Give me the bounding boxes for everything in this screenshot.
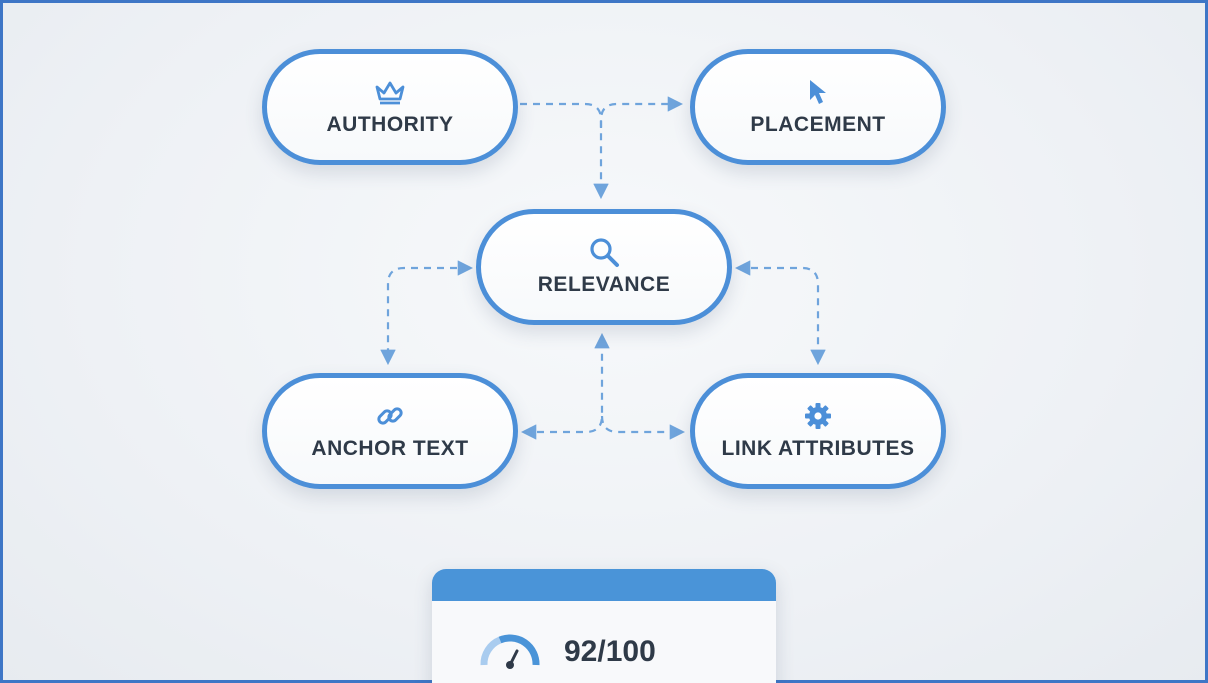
- crown-icon: [373, 77, 407, 107]
- edge-anchor-to-relevance: [520, 332, 610, 440]
- node-authority: AUTHORITY: [262, 49, 518, 165]
- magnifier-icon: [587, 237, 621, 267]
- edge-relevance-to-placement: [599, 96, 684, 128]
- chain-link-icon: [373, 401, 407, 431]
- cursor-arrow-icon: [801, 77, 835, 107]
- edge-authority-to-relevance: [520, 102, 609, 200]
- gear-icon: [801, 401, 835, 431]
- edge-relevance-anchor: [380, 260, 474, 366]
- edge-relevance-attributes: [734, 260, 826, 366]
- node-label: LINK ATTRIBUTES: [721, 437, 915, 460]
- score-card-header: [432, 569, 776, 601]
- gauge-icon: [478, 629, 542, 674]
- edge-relevance-to-attributes: [600, 415, 686, 440]
- score-value: 92/100: [564, 634, 656, 668]
- node-label: ANCHOR TEXT: [311, 437, 469, 460]
- node-anchor-text: ANCHOR TEXT: [262, 373, 518, 489]
- node-label: RELEVANCE: [537, 273, 671, 296]
- node-placement: PLACEMENT: [690, 49, 946, 165]
- node-label: AUTHORITY: [326, 113, 454, 136]
- node-label: PLACEMENT: [750, 113, 886, 136]
- node-link-attributes: LINK ATTRIBUTES: [690, 373, 946, 489]
- node-relevance: RELEVANCE: [476, 209, 732, 325]
- score-card: 92/100: [432, 569, 776, 683]
